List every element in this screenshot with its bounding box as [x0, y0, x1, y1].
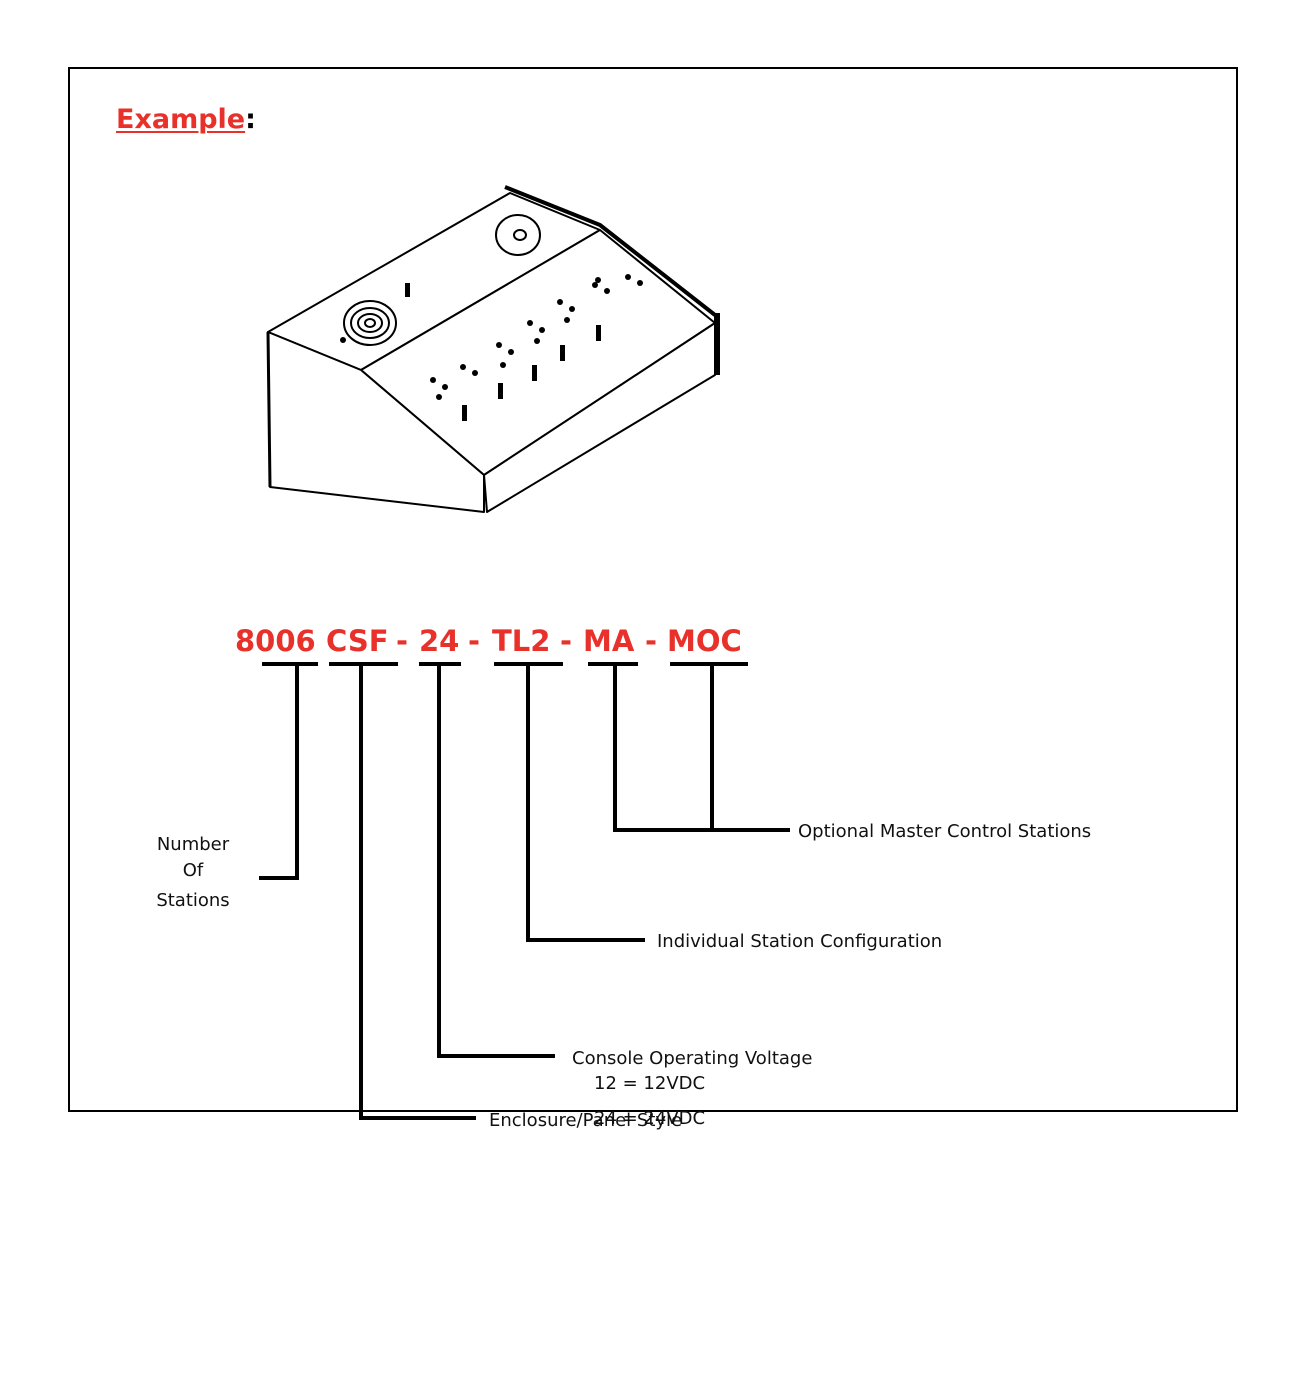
leader-line-voltage [419, 662, 555, 1058]
console-illustration [266, 185, 720, 513]
code-segment-configuration: TL2 [492, 624, 550, 658]
configuration-label: Individual Station Configuration [657, 931, 942, 952]
code-separator-1: - [396, 624, 408, 658]
master-label: Optional Master Control Stations [798, 821, 1091, 842]
code-separator-4: - [645, 624, 657, 658]
stations-label-line-3: Stations [156, 890, 229, 911]
code-segment-enclosure: CSF [326, 624, 389, 658]
stations-label-line-2: Of [183, 860, 204, 881]
voltage-label-option-12: 12 = 12VDC [594, 1073, 705, 1094]
figure-frame [68, 67, 1238, 1112]
example-heading: Example: [116, 104, 256, 135]
voltage-label-title: Console Operating Voltage [572, 1048, 812, 1069]
code-segment-master: MA [583, 624, 635, 658]
leader-line-stations [259, 662, 318, 880]
code-segment-master-option: MOC [667, 624, 742, 658]
code-separator-2: - [468, 624, 480, 658]
example-heading-colon: : [245, 104, 256, 135]
code-separator-3: - [560, 624, 572, 658]
code-segment-voltage: 24 [419, 624, 459, 658]
leader-line-enclosure [329, 662, 476, 1120]
voltage-label-option-24: 24 = 24VDC [594, 1108, 705, 1129]
leader-line-configuration [494, 662, 645, 942]
leader-line-master-option [670, 662, 748, 830]
enclosure-label: Enclosure/Panel Style [489, 1110, 682, 1131]
example-heading-word: Example [116, 104, 246, 135]
stations-label-line-1: Number [157, 834, 230, 855]
leader-line-master [588, 662, 790, 832]
code-segment-stations: 8006 [235, 624, 316, 658]
